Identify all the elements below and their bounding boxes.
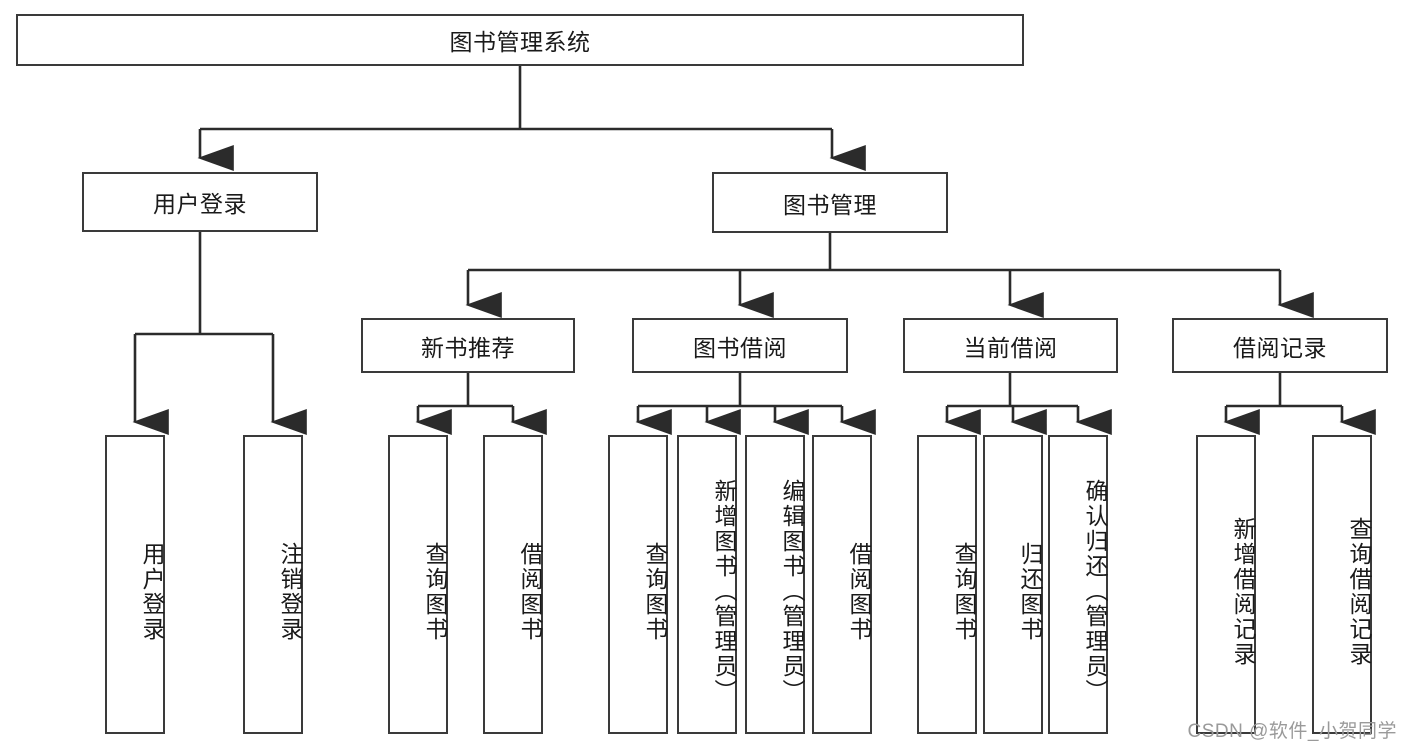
node-leaf-edit-book-admin[interactable]: 编辑图书（管理员）	[745, 435, 805, 734]
node-label: 查询图书	[951, 541, 977, 642]
node-label: 借阅图书	[846, 541, 872, 642]
node-label: 借阅记录	[1233, 334, 1327, 361]
node-label: 图书借阅	[693, 334, 787, 361]
node-book-borrow[interactable]: 图书借阅	[632, 318, 848, 373]
node-label: 查询图书	[422, 541, 448, 642]
node-label: 用户登录	[139, 541, 165, 642]
node-label: 编辑图书（管理员）	[779, 479, 805, 704]
node-book-management[interactable]: 图书管理	[712, 172, 948, 233]
node-label: 图书管理	[783, 191, 877, 218]
node-leaf-query-borrow-record[interactable]: 查询借阅记录	[1312, 435, 1372, 734]
node-label: 查询借阅记录	[1346, 516, 1372, 667]
node-leaf-query-book-2[interactable]: 查询图书	[608, 435, 668, 734]
node-label: 新增借阅记录	[1230, 516, 1256, 667]
node-label: 查询图书	[642, 541, 668, 642]
node-book-management-system[interactable]: 图书管理系统	[16, 14, 1024, 66]
node-label: 新增图书（管理员）	[711, 479, 737, 704]
node-label: 当前借阅	[963, 334, 1058, 361]
node-label: 用户登录	[153, 191, 247, 217]
node-leaf-return-book[interactable]: 归还图书	[983, 435, 1043, 734]
node-label: 图书管理系统	[449, 29, 591, 55]
node-leaf-add-borrow-record[interactable]: 新增借阅记录	[1196, 435, 1256, 734]
node-current-borrow[interactable]: 当前借阅	[903, 318, 1118, 373]
node-leaf-borrow-book-1[interactable]: 借阅图书	[483, 435, 543, 734]
node-label: 注销登录	[277, 541, 303, 642]
watermark-text: CSDN @软件_小贺同学	[1187, 721, 1397, 742]
node-label: 借阅图书	[517, 541, 543, 642]
node-leaf-borrow-book-2[interactable]: 借阅图书	[812, 435, 872, 734]
node-leaf-add-book-admin[interactable]: 新增图书（管理员）	[677, 435, 737, 734]
node-borrow-record[interactable]: 借阅记录	[1172, 318, 1388, 373]
node-new-book-recommend[interactable]: 新书推荐	[361, 318, 575, 373]
node-label: 归还图书	[1017, 541, 1043, 642]
node-label: 新书推荐	[421, 334, 515, 361]
node-label: 确认归还（管理员）	[1082, 479, 1108, 704]
node-leaf-query-book-3[interactable]: 查询图书	[917, 435, 977, 734]
node-leaf-query-book-1[interactable]: 查询图书	[388, 435, 448, 734]
node-user-login[interactable]: 用户登录	[82, 172, 318, 232]
node-leaf-logout-login[interactable]: 注销登录	[243, 435, 303, 734]
node-leaf-user-login[interactable]: 用户登录	[105, 435, 165, 734]
node-leaf-confirm-return-admin[interactable]: 确认归还（管理员）	[1048, 435, 1108, 734]
